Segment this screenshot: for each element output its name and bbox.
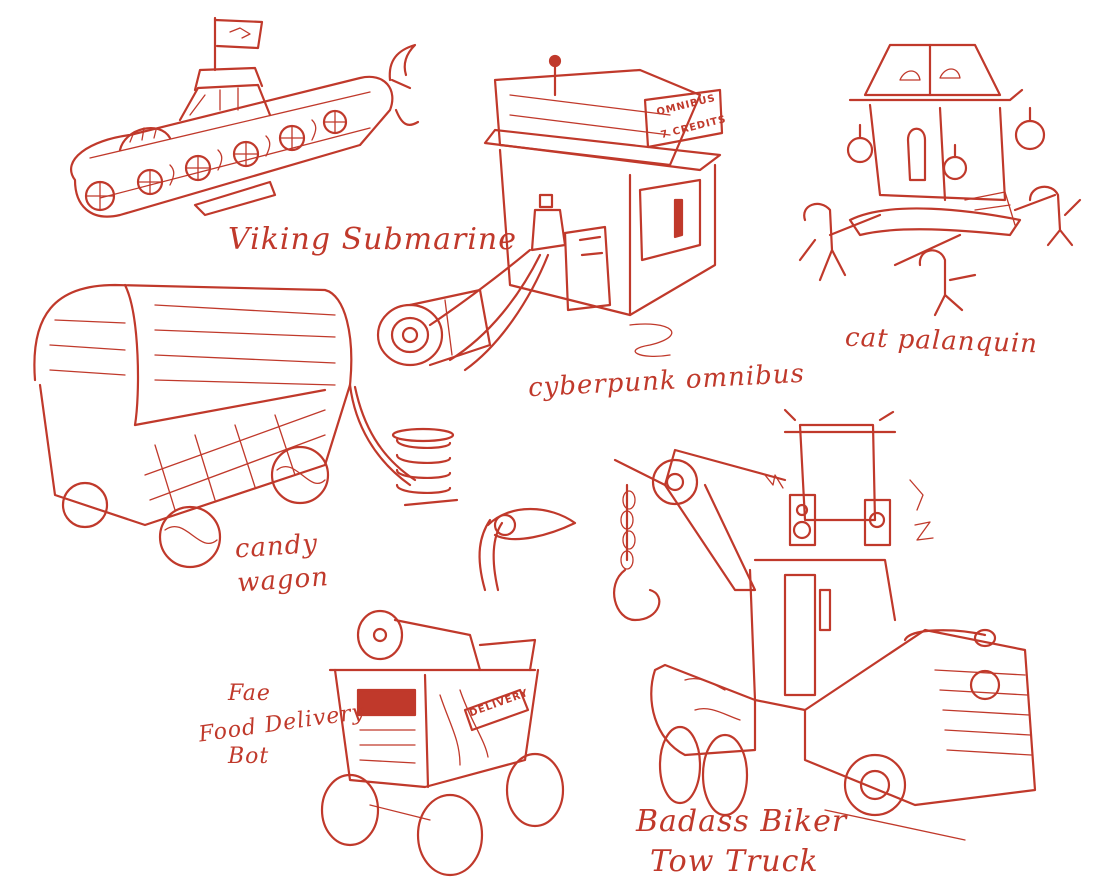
cat-palanquin-sketch <box>790 20 1082 320</box>
candy-wagon-sketch <box>25 275 465 569</box>
tow-truck-label-line1: Badass Biker <box>636 804 848 839</box>
fae-label-line1: Fae <box>228 681 271 706</box>
cat-palanquin-label: cat palanquin <box>844 322 1039 360</box>
viking-submarine-label: Viking Submarine <box>228 222 517 257</box>
fae-label-line3: Bot <box>228 744 270 769</box>
badass-biker-tow-truck-sketch <box>605 408 1080 841</box>
tow-truck-label-line2: Tow Truck <box>650 844 819 879</box>
fae-food-delivery-bot-sketch <box>310 495 590 880</box>
viking-submarine-sketch <box>30 10 420 225</box>
cyberpunk-omnibus-sketch <box>370 54 770 375</box>
